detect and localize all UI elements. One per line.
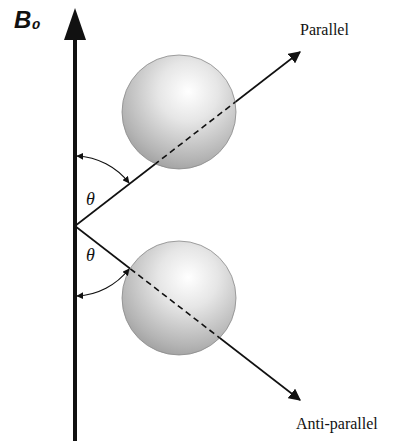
field-label: B₀ (14, 8, 41, 32)
dashed-vector (75, 52, 300, 226)
parallel-vector (75, 52, 300, 226)
field-axis (73, 34, 77, 441)
vector-label: Parallel (300, 22, 349, 38)
dashed-vector (75, 226, 300, 400)
axis-arrowhead (64, 8, 86, 40)
angle-arc (77, 156, 129, 183)
spin-sphere (122, 55, 236, 169)
vector-label: Anti-parallel (296, 416, 378, 432)
angle-label: θ (86, 190, 95, 208)
angle-label: θ (86, 246, 95, 264)
angle-arc (77, 269, 129, 296)
antiparallel-vector (75, 226, 300, 400)
